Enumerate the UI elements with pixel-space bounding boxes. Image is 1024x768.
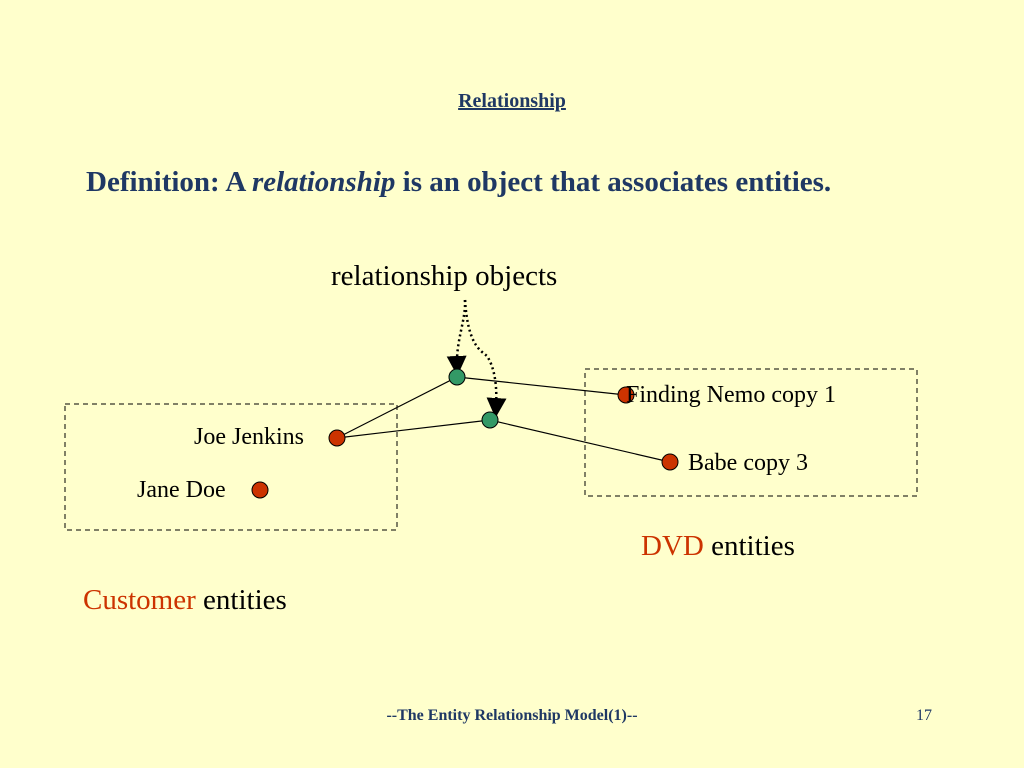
dvd-finding-nemo-label: Finding Nemo copy 1: [626, 382, 836, 408]
arrow-to-rel1: [446, 299, 467, 376]
relationship-node-2: [481, 411, 499, 429]
entity-node-babe: [661, 453, 679, 471]
edge-joe-rel1: [336, 376, 458, 439]
definition-text: Definition: A relationship is an object …: [86, 162, 916, 202]
customer-caption-rest: entities: [195, 584, 287, 616]
definition-term: relationship: [251, 166, 396, 198]
relationship-objects-label: relationship objects: [331, 260, 558, 292]
page-number: 17: [916, 707, 932, 724]
relationship-node-1: [448, 368, 466, 386]
footer-title: --The Entity Relationship Model(1)--: [386, 707, 638, 724]
customer-caption-highlight: Customer: [83, 584, 196, 616]
arrow-to-rel2: [463, 299, 507, 418]
dvd-caption-highlight: DVD: [641, 530, 704, 562]
edge-joe-rel2: [336, 419, 491, 439]
slide-title: Relationship: [458, 90, 566, 112]
edge-rel1-nemo: [456, 376, 627, 396]
entity-node-jane-doe: [251, 481, 269, 499]
customer-joe-jenkins-label: Joe Jenkins: [194, 424, 304, 450]
entity-node-joe-jenkins: [328, 429, 346, 447]
customer-entities-caption: Customer entities: [83, 584, 287, 617]
definition-prefix: Definition: A: [86, 166, 252, 198]
definition-suffix: is an object that associates entities.: [395, 166, 832, 198]
dvd-caption-rest: entities: [703, 530, 795, 562]
dvd-entities-caption: DVD entities: [641, 530, 795, 563]
edge-rel2-babe: [489, 419, 671, 463]
dvd-babe-label: Babe copy 3: [688, 450, 808, 476]
customer-jane-doe-label: Jane Doe: [137, 477, 226, 503]
customer-entity-set-box: [64, 403, 398, 531]
dvd-entity-set-box: [584, 368, 918, 497]
entity-node-finding-nemo: [617, 386, 635, 404]
